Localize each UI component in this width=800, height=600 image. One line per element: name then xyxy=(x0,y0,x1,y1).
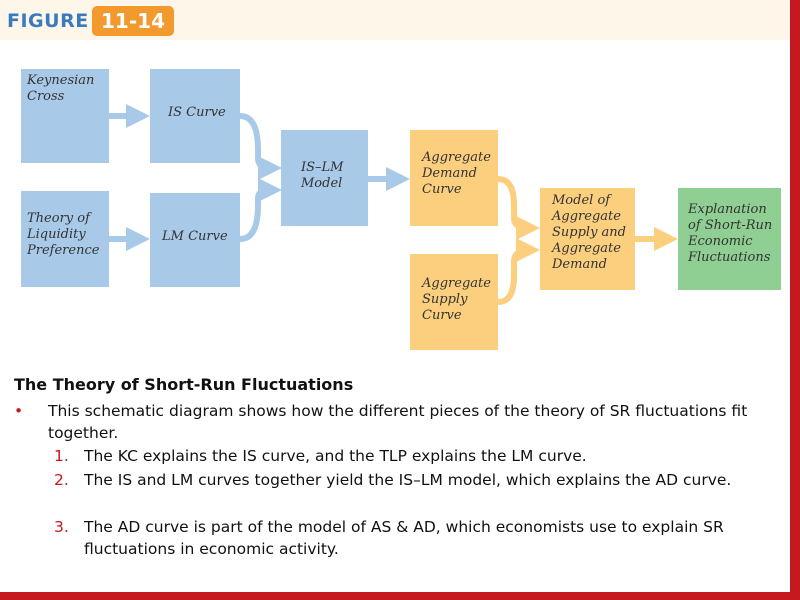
box-keynesian-cross: Keynesian Cross xyxy=(21,69,109,163)
item-text: The KC explains the IS curve, and the TL… xyxy=(84,447,587,465)
flow-arrows xyxy=(109,104,678,305)
section-heading: The Theory of Short-Run Fluctuations xyxy=(14,375,354,394)
arrow-as-to-asad xyxy=(497,238,540,305)
box-aggregate-supply-curve: Aggregate Supply Curve xyxy=(410,254,498,350)
box-explanation-short-run-fluctuations: Explanation of Short-Run Economic Fluctu… xyxy=(678,188,781,290)
flow-diagram: Keynesian Cross Theory of Liquidity Pref… xyxy=(0,40,790,362)
box-is-lm-model: IS–LM Model xyxy=(281,130,368,226)
item-number: 3. xyxy=(54,518,69,536)
box-aggregate-demand-curve: Aggregate Demand Curve xyxy=(410,130,498,226)
text-panel: The Theory of Short-Run Fluctuations • T… xyxy=(0,362,790,592)
box-is-curve: IS Curve xyxy=(150,69,240,163)
figure-panel: FIGURE 11-14 xyxy=(0,0,790,362)
bullet-text: This schematic diagram shows how the dif… xyxy=(48,402,748,442)
bullet-symbol: • xyxy=(14,402,24,420)
item-number: 2. xyxy=(54,471,69,489)
box-lm-curve: LM Curve xyxy=(150,193,240,287)
figure-label: FIGURE xyxy=(7,10,89,32)
box-theory-of-liquidity-preference: Theory of Liquidity Preference xyxy=(21,191,109,287)
box-model-of-as-ad: Model of Aggregate Supply and Aggregate … xyxy=(540,188,635,290)
arrow-ad-to-asad xyxy=(497,176,540,240)
item-text: The IS and LM curves together yield the … xyxy=(84,471,732,489)
figure-number-badge: 11-14 xyxy=(92,6,174,36)
item-text: The AD curve is part of the model of AS … xyxy=(84,518,724,558)
item-number: 1. xyxy=(54,447,69,465)
arrow-is-to-islm xyxy=(239,113,282,180)
arrow-lm-to-islm xyxy=(239,178,282,242)
